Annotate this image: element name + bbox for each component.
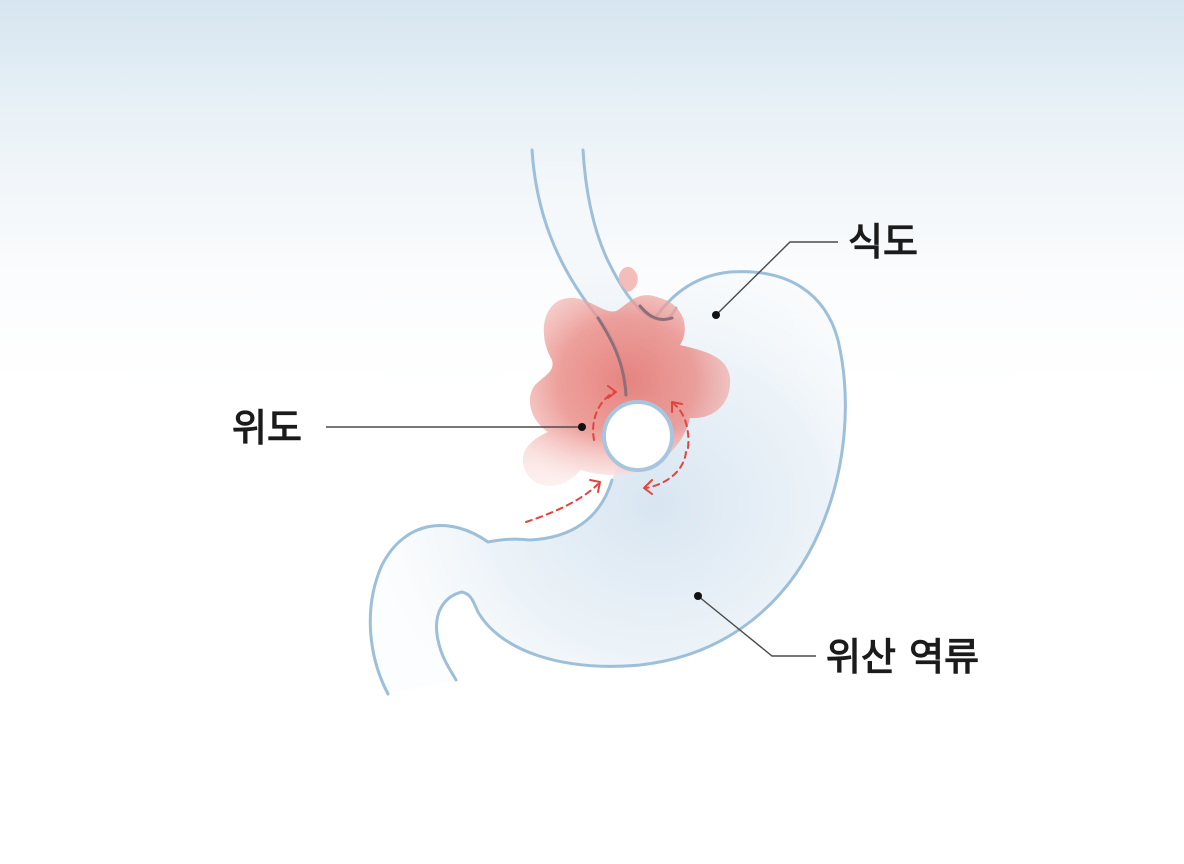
sphincter-opening: [602, 400, 674, 472]
arrow-lower-right: [645, 451, 687, 489]
duodenum-outline: [368, 478, 614, 696]
reflux-arrows: [525, 385, 690, 523]
callout-esophagus: 식도: [712, 220, 918, 319]
arrow-upper-right: [673, 403, 690, 449]
leader-dot-reflux: [694, 592, 702, 600]
arrow-upper-left-head: [607, 385, 617, 399]
leader-dot-esophagus: [712, 311, 720, 319]
arrow-upper-right-head: [671, 401, 683, 413]
arrow-lower-left: [525, 483, 599, 523]
arrow-lower-right-head: [643, 479, 653, 495]
inflammation-area: [522, 266, 731, 486]
callout-stomach: 위도: [232, 406, 586, 450]
esophagus-inner-line: [596, 316, 628, 397]
arrow-lower-left-head: [589, 479, 601, 493]
leader-line-esophagus: [715, 241, 838, 316]
inflammation-drip: [618, 266, 638, 292]
label-esophagus: 식도: [848, 220, 918, 264]
label-reflux: 위산 역류: [826, 635, 979, 679]
callout-reflux: 위산 역류: [694, 592, 979, 679]
label-stomach: 위도: [232, 406, 302, 450]
stomach-outline: [435, 270, 847, 682]
arrow-upper-left: [592, 391, 615, 441]
esophagus-fold-line: [638, 304, 674, 321]
leader-line-reflux: [697, 595, 816, 657]
leader-dot-stomach: [578, 423, 586, 431]
